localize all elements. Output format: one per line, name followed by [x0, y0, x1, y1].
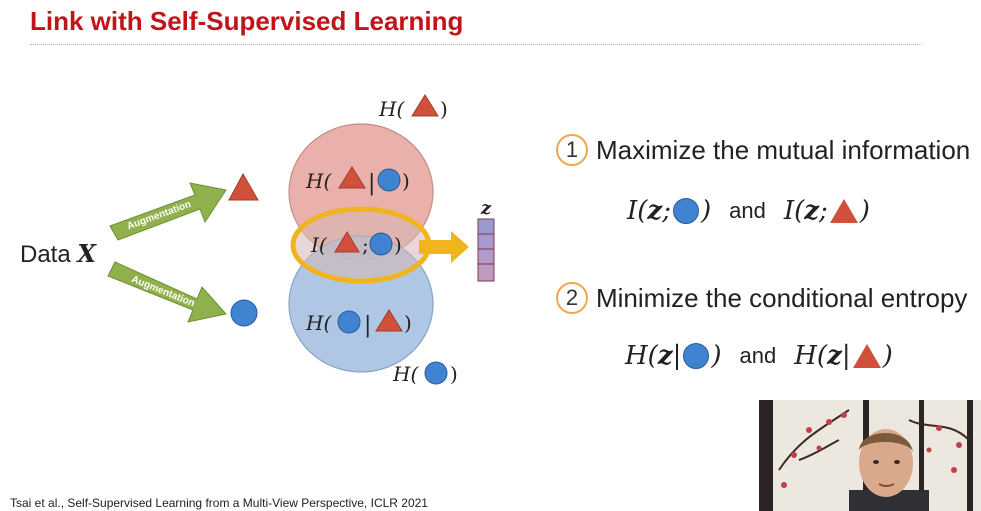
circle-icon [673, 198, 699, 224]
step-2: 2 Minimize the conditional entropy [556, 282, 967, 314]
svg-text:): ) [450, 362, 458, 386]
circle-icon [683, 343, 709, 369]
augmentation-label-bottom: Augmentation [130, 274, 196, 309]
svg-text:): ) [394, 233, 402, 257]
step-2-text: Minimize the conditional entropy [596, 283, 967, 314]
svg-text:H(: H( [378, 97, 405, 121]
svg-text:H(: H( [392, 362, 419, 386]
svg-text:H(: H( [305, 311, 332, 335]
formula-minimize: H(z|) and H(z|) [625, 341, 893, 371]
citation: Tsai et al., Self-Supervised Learning fr… [10, 496, 428, 510]
h-circle-label: H( ) [392, 362, 458, 386]
svg-text:): ) [404, 311, 412, 335]
augmentation-arrow-bottom: Augmentation [108, 262, 226, 322]
data-label: Data X [20, 239, 97, 268]
triangle-icon [229, 174, 258, 200]
h-triangle-label: H( ) [378, 95, 448, 121]
svg-text:H(: H( [305, 169, 332, 193]
svg-text:;: ; [362, 233, 369, 257]
z-label: z [480, 198, 492, 219]
svg-text:): ) [440, 97, 448, 121]
formula-maximize: I(z;) and I(z;) [627, 196, 870, 226]
svg-text:|: | [368, 171, 375, 196]
svg-text:I(: I( [310, 233, 328, 257]
circle-icon [231, 300, 257, 326]
webcam-video [759, 400, 981, 511]
augmentation-arrow-top: Augmentation [110, 183, 226, 240]
vector-z-icon [478, 219, 494, 281]
step-1: 1 Maximize the mutual information [556, 134, 970, 166]
presenter-video-frame [759, 400, 981, 511]
triangle-icon [853, 344, 881, 368]
svg-text:|: | [364, 313, 371, 338]
step-2-number: 2 [556, 282, 588, 314]
svg-text:): ) [402, 169, 410, 193]
step-1-number: 1 [556, 134, 588, 166]
step-1-text: Maximize the mutual information [596, 135, 970, 166]
triangle-icon [830, 199, 858, 223]
